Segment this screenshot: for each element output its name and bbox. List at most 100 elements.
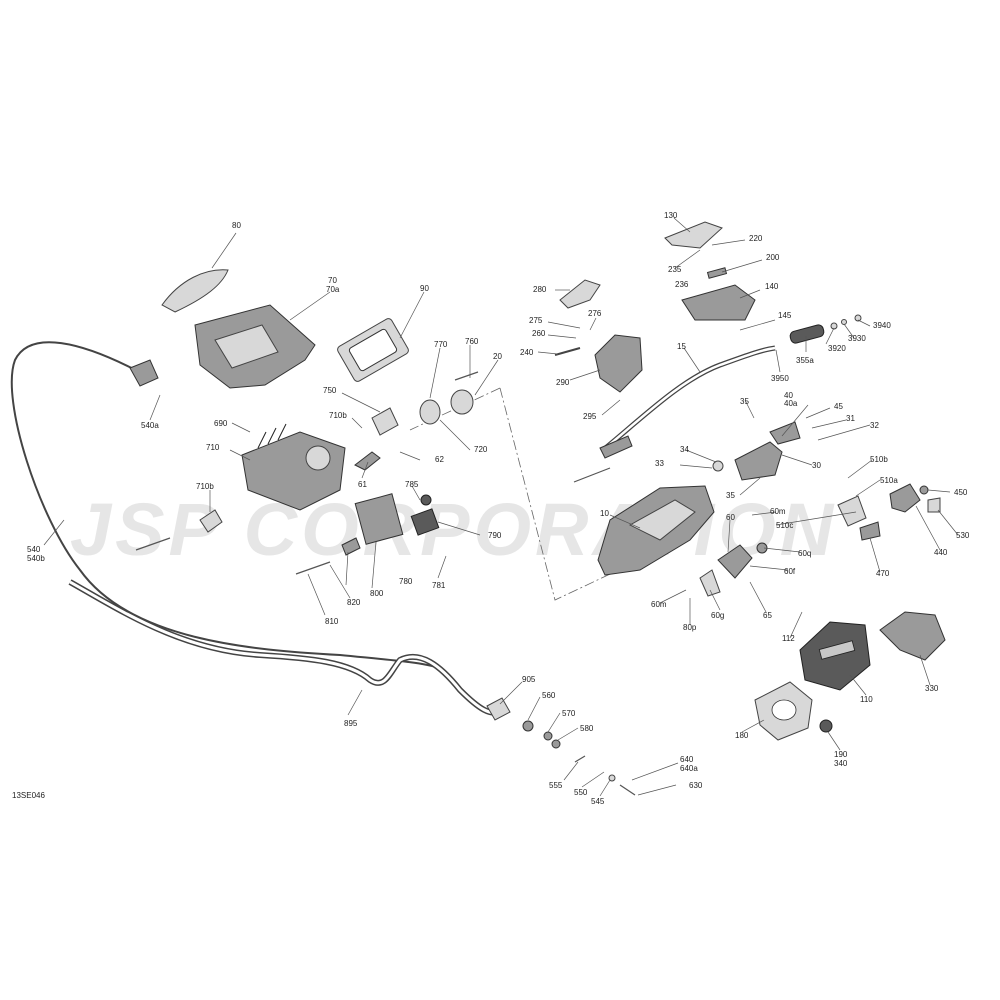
- callout-820: 820: [347, 598, 361, 607]
- callout-710: 710: [206, 443, 220, 452]
- part-630-link: [619, 784, 636, 796]
- callout-640: 640: [680, 755, 694, 764]
- part-750-sleeve: [371, 407, 399, 436]
- callout-15: 15: [677, 342, 686, 351]
- part-3930-ring: [841, 319, 847, 325]
- part-spring: [599, 435, 633, 459]
- callout-450: 450: [954, 488, 968, 497]
- callout-3940: 3940: [873, 321, 891, 330]
- callout-3930: 3930: [848, 334, 866, 343]
- callout-240: 240: [520, 348, 534, 357]
- part-240-lever: [554, 347, 581, 356]
- callout-330: 330: [925, 684, 939, 693]
- callout-781: 781: [432, 581, 446, 590]
- callout-895: 895: [344, 719, 358, 728]
- part-30-clamp: [734, 441, 783, 481]
- part-895-hose-inner: [69, 580, 501, 715]
- callout-720: 720: [474, 445, 488, 454]
- part-580-nut: [551, 739, 561, 749]
- callout-690: 690: [214, 419, 228, 428]
- callout-62: 62: [435, 455, 444, 464]
- part-800-connector: [341, 537, 361, 556]
- diagram-code-label: 13SE046: [12, 791, 45, 800]
- part-70-hood: [194, 304, 316, 389]
- callout-220: 220: [749, 234, 763, 243]
- callout-70a: 70a: [326, 285, 340, 294]
- callout-810: 810: [325, 617, 339, 626]
- callout-34: 34: [680, 445, 689, 454]
- part-3940-cap: [854, 314, 862, 322]
- part-200-strip: [706, 267, 728, 279]
- part-280-cover: [559, 279, 601, 309]
- callout-40: 40: [784, 391, 793, 400]
- callout-236: 236: [675, 280, 689, 289]
- part-140-bracket: [681, 284, 756, 321]
- callout-290: 290: [556, 378, 570, 387]
- part-450-plug: [919, 485, 929, 495]
- callout-276: 276: [588, 309, 602, 318]
- callout-640a: 640a: [680, 764, 698, 773]
- callout-470: 470: [876, 569, 890, 578]
- callout-770: 770: [434, 340, 448, 349]
- part-110-display: [799, 621, 871, 691]
- callout-790: 790: [488, 531, 502, 540]
- callout-710b-lower: 710b: [196, 482, 214, 491]
- part-20-ring: [450, 389, 474, 415]
- part-555-pin: [574, 755, 586, 763]
- part-15-handlebar: [601, 345, 776, 452]
- callout-60: 60: [726, 513, 735, 522]
- callout-60f: 60f: [784, 567, 796, 576]
- callout-580: 580: [580, 724, 594, 733]
- part-710-housing: [241, 423, 346, 511]
- callout-80p: 80p: [683, 623, 697, 632]
- callout-35-lower: 35: [726, 491, 735, 500]
- part-470-bracket: [859, 521, 881, 541]
- part-895-hose: [68, 579, 501, 716]
- callout-570: 570: [562, 709, 576, 718]
- callout-60q: 60q: [798, 549, 811, 558]
- callout-140: 140: [765, 282, 779, 291]
- callout-905: 905: [522, 675, 536, 684]
- callout-31: 31: [846, 414, 855, 423]
- callout-280: 280: [533, 285, 547, 294]
- part-510a-switch: [889, 483, 921, 513]
- part-180-cover: [754, 681, 813, 741]
- part-790-module: [410, 508, 440, 536]
- callout-710b-upper: 710b: [329, 411, 347, 420]
- part-130-cover: [664, 221, 723, 249]
- part-40-clamp-top: [769, 421, 801, 445]
- callout-180: 180: [735, 731, 749, 740]
- callout-510a: 510a: [880, 476, 898, 485]
- part-710b-bushing: [199, 509, 223, 533]
- part-540-cable: [10, 341, 441, 669]
- callout-112: 112: [782, 634, 795, 643]
- callout-545: 545: [591, 797, 605, 806]
- callout-355a: 355a: [796, 356, 814, 365]
- callout-60g: 60g: [711, 611, 724, 620]
- part-545-clip: [608, 774, 616, 782]
- callout-560: 560: [542, 691, 556, 700]
- part-540-rod: [135, 537, 171, 551]
- callout-785: 785: [405, 480, 419, 489]
- callout-540a: 540a: [141, 421, 159, 430]
- callout-540: 540: [27, 545, 41, 554]
- part-720-ring: [419, 399, 441, 425]
- callout-235: 235: [668, 265, 682, 274]
- part-785-knob: [420, 494, 432, 506]
- callout-540b: 540b: [27, 554, 45, 563]
- callout-3950: 3950: [771, 374, 789, 383]
- callout-760: 760: [465, 337, 479, 346]
- part-33-screw: [573, 467, 611, 483]
- part-34-washer: [712, 460, 724, 472]
- callout-510b: 510b: [870, 455, 888, 464]
- callout-110: 110: [860, 695, 873, 704]
- part-540a-end: [129, 359, 159, 387]
- callout-130: 130: [664, 211, 678, 220]
- part-61-bracket: [354, 451, 381, 471]
- callout-3920: 3920: [828, 344, 846, 353]
- part-80-cover: [161, 269, 229, 313]
- callout-33: 33: [655, 459, 664, 468]
- callout-90: 90: [420, 284, 429, 293]
- callout-20: 20: [493, 352, 502, 361]
